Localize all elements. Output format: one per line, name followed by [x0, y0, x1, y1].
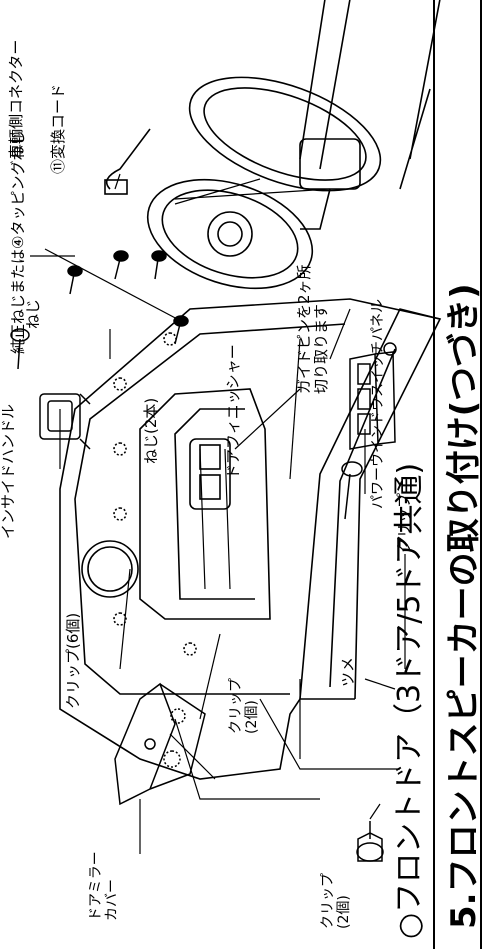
label-conversion-cord: ⑪変換コード [49, 83, 67, 174]
label-door-finisher: ドアフィニッシャー [224, 344, 242, 479]
leader-lines [30, 173, 406, 854]
label-clip-6pcs: クリップ(6個) [64, 612, 82, 709]
label-screw: ねじ [24, 298, 42, 329]
label-inside-handle: インサイドハンドル [0, 403, 17, 539]
clip-illustration [356, 821, 384, 862]
label-tsume: ツメ [339, 656, 357, 687]
speaker-mount-illustration [104, 0, 441, 290]
label-clip-top: クリップ [395, 492, 413, 553]
label-guide-pin: ガイドピンを2ヶ所 切り取ります [295, 264, 331, 394]
page-main-title: 5.フロントスピーカーの取り付け(つづき) [444, 283, 484, 929]
label-screw-2: ねじ(2本) [142, 397, 160, 464]
screw-illustration [10, 328, 363, 520]
label-clip-2pcs-mirror: クリップ (2個) [228, 678, 261, 734]
label-door-mirror-cover: ドアミラー カバー [88, 851, 121, 921]
speaker-screws-illustration [67, 250, 189, 345]
label-clip-2pcs-left: クリップ (2個) [320, 873, 353, 929]
label-power-window-panel: パワーウインドウスイッチパネル [370, 299, 386, 509]
label-vehicle-connector: 車輌側コネクター [7, 39, 25, 159]
label-genuine-screw: 純正ねじまたは④タッピングねじ [9, 130, 27, 354]
door-mirror-cover-illustration [114, 682, 206, 806]
power-window-switch-panel-illustration [349, 342, 397, 450]
